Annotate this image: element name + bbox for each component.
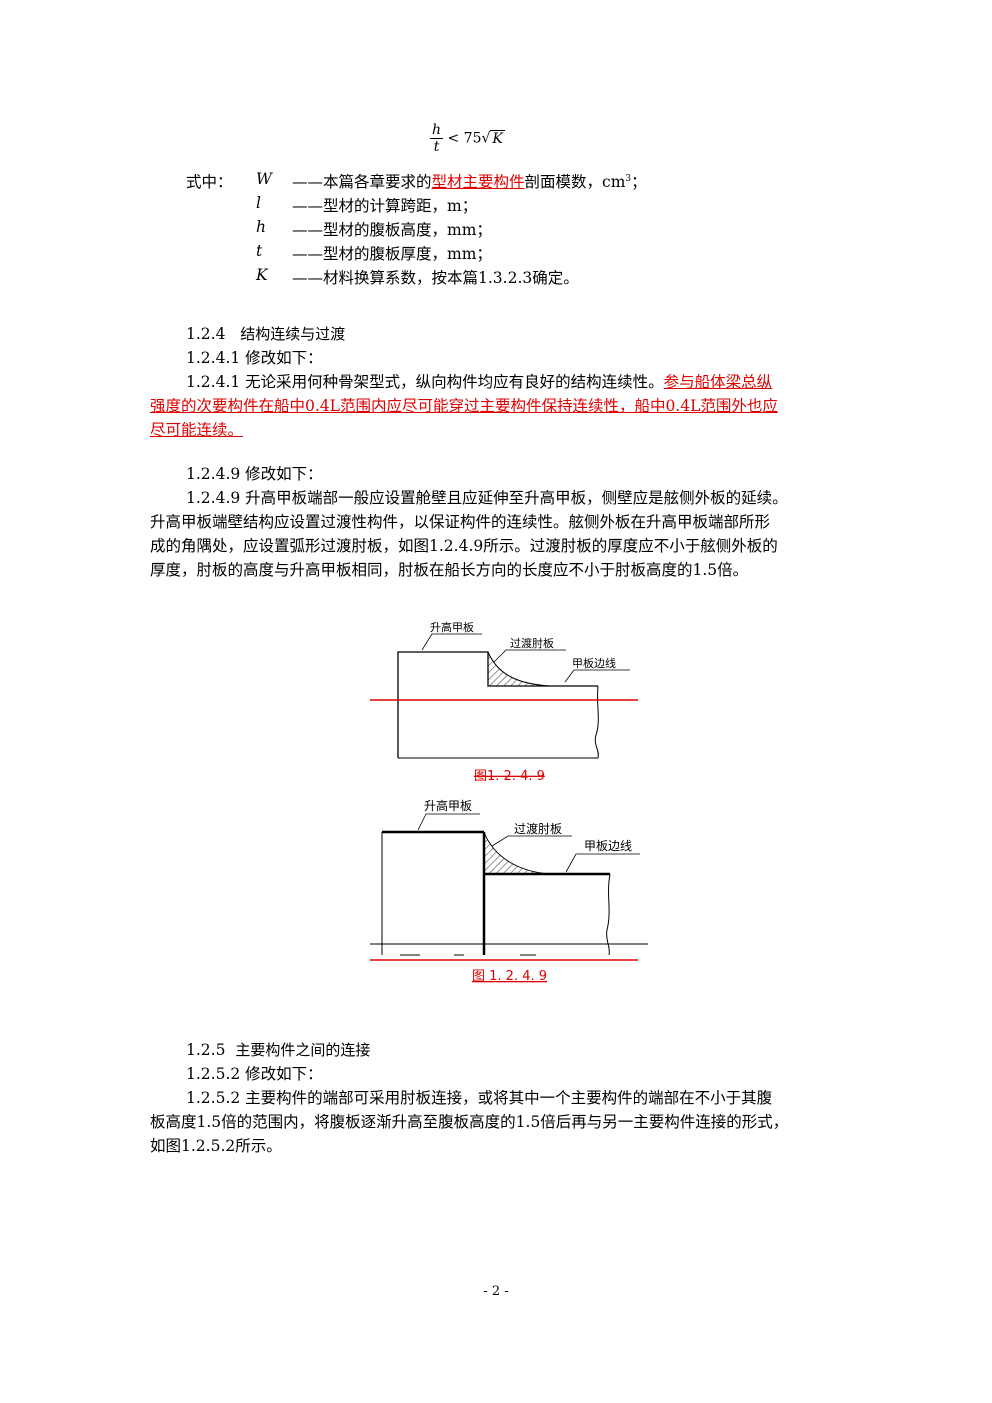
formula-fraction: h t (430, 122, 444, 155)
label-transition-bracket: 过渡肘板 (510, 636, 554, 650)
def-text: 型材的腹板高度，mm； (323, 221, 492, 239)
paragraph-1241: 1.2.4.1 无论采用何种骨架型式，纵向构件均应有良好的结构连续性。参与船体梁… (150, 370, 850, 442)
figure-1-2-4-9-b: 升高甲板 过渡肘板 甲板边线 图 1. 2. 4. 9 (370, 798, 648, 984)
def-text: 型材的腹板厚度，mm； (323, 245, 492, 263)
figure-caption: 图1. 2. 4. 9 (474, 769, 545, 784)
paragraph-line: 如图1.2.5.2所示。 (150, 1137, 282, 1155)
def-text: 型材的计算跨距，m； (323, 197, 478, 215)
revision-text: 型材主要构件 (431, 173, 525, 191)
def-symbol: t (256, 242, 263, 260)
def-text: 材料换算系数，按本篇1.3.2.3确定。 (323, 269, 579, 287)
section-1-2-4-heading: 1.2.4 结构连续与过渡 (186, 322, 345, 346)
definitions-intro: 式中： (186, 173, 233, 191)
def-text: 剖面模数，cm (524, 173, 626, 191)
mod-note-1249: 1.2.4.9 修改如下： (186, 465, 323, 483)
page-number: - 2 - (483, 1284, 509, 1299)
section-title: 主要构件之间的连接 (235, 1041, 371, 1059)
section-title: 结构连续与过渡 (240, 325, 346, 343)
paragraph-line: 升高甲板端壁结构应设置过渡性构件，以保证构件的连续性。舷侧外板在升高甲板端部所形 (150, 513, 771, 531)
paragraph-text: 1.2.4.1 无论采用何种骨架型式，纵向构件均应有良好的结构连续性。 (186, 373, 664, 391)
formula-numerator: h (430, 122, 444, 139)
def-symbol: h (256, 218, 266, 236)
paragraph-line: 板高度1.5倍的范围内，将腹板逐渐升高至腹板高度的1.5倍后再与另一主要构件连接… (150, 1113, 789, 1131)
def-dash: —— (292, 269, 323, 287)
figure-caption: 图 1. 2. 4. 9 (472, 969, 547, 984)
formula-denominator: t (433, 139, 440, 155)
revision-text: 尽可能连续。 (150, 421, 244, 439)
def-dash: —— (292, 221, 323, 239)
section-number: 1.2.5 (186, 1041, 226, 1059)
paragraph-1252: 1.2.5.2 主要构件的端部可采用肘板连接，或将其中一个主要构件的端部在不小于… (150, 1086, 850, 1158)
paragraph-line: 厚度，肘板的高度与升高甲板相同，肘板在船长方向的长度应不小于肘板高度的1.5倍。 (150, 561, 749, 579)
section-1-2-5-heading: 1.2.5 主要构件之间的连接 (186, 1038, 370, 1062)
definitions: 式中： W ——本篇各章要求的型材主要构件剖面模数，cm3； l ——型材的计算… (186, 170, 647, 290)
revision-text: 强度的次要构件在船中0.4L范围内应尽可能穿过主要构件保持连续性，船中0.4L范… (150, 397, 778, 415)
label-deck-edge: 甲板边线 (584, 839, 632, 853)
label-transition-bracket: 过渡肘板 (514, 821, 562, 836)
paragraph-line: 成的角隅处，应设置弧形过渡肘板，如图1.2.4.9所示。过渡肘板的厚度应不小于舷… (150, 537, 778, 555)
def-dash: —— (292, 197, 323, 215)
mod-note-1241: 1.2.4.1 修改如下： (186, 349, 323, 367)
paragraph-line: 1.2.4.9 升高甲板端部一般应设置舱壁且应延伸至升高甲板，侧壁应是舷侧外板的… (186, 489, 788, 507)
def-dash: —— (292, 245, 323, 263)
label-raised-deck: 升高甲板 (430, 620, 474, 634)
formula-relation: < 75 (447, 130, 482, 147)
def-symbol: l (256, 194, 261, 212)
def-sup: 3 (625, 173, 632, 184)
def-dash: —— (292, 173, 323, 191)
formula-radicand: K (490, 129, 505, 147)
def-symbol: W (256, 170, 272, 188)
formula: h t < 75√K (430, 122, 505, 155)
figure-1-2-4-9-a: 升高甲板 过渡肘板 甲板边线 图1. 2. 4. 9 (370, 620, 638, 784)
def-symbol: K (256, 266, 268, 284)
def-text: 本篇各章要求的 (323, 173, 432, 191)
revision-text: 参与船体梁总纵 (663, 373, 773, 391)
paragraph-1249: 1.2.4.9 升高甲板端部一般应设置舱壁且应延伸至升高甲板，侧壁应是舷侧外板的… (150, 486, 850, 582)
def-text: ； (631, 173, 647, 191)
label-deck-edge: 甲板边线 (572, 656, 616, 670)
section-number: 1.2.4 (186, 325, 226, 343)
label-raised-deck: 升高甲板 (424, 798, 472, 813)
mod-note-1252: 1.2.5.2 修改如下： (186, 1065, 323, 1083)
paragraph-line: 1.2.5.2 主要构件的端部可采用肘板连接，或将其中一个主要构件的端部在不小于… (186, 1089, 773, 1107)
